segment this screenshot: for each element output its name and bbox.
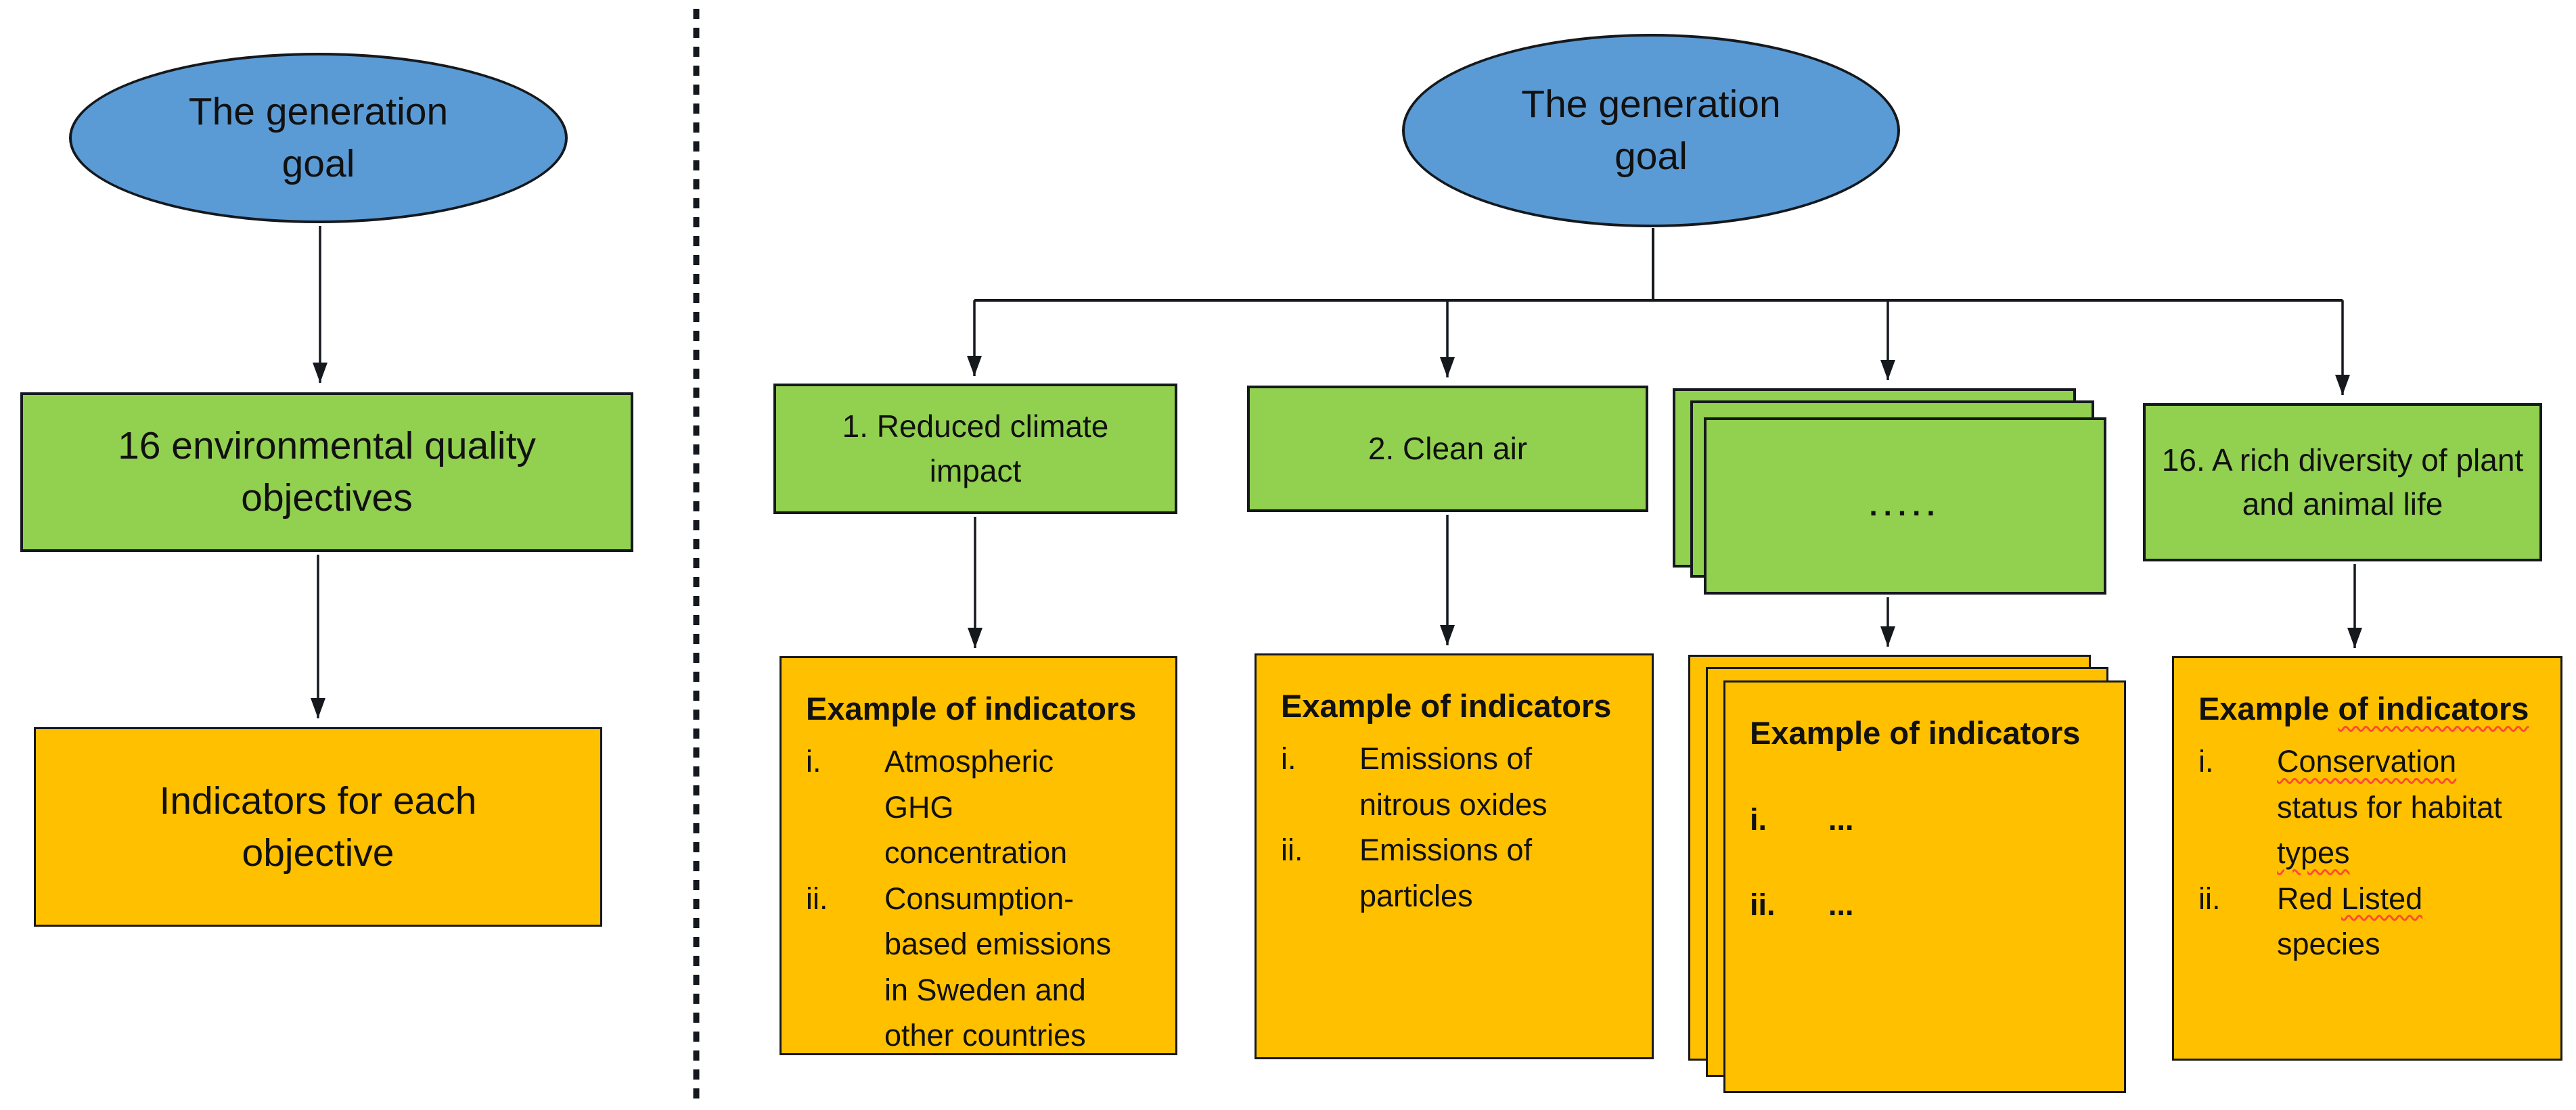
objective-ellipsis-label: ..... xyxy=(1869,489,1941,522)
objective-16-box: 16. A rich diversity of plant and animal… xyxy=(2143,403,2542,561)
right-generation-goal-ellipse: The generation goal xyxy=(1402,34,1900,227)
left-indicators-label: Indicators for each objective xyxy=(159,779,477,875)
left-objectives-box: 16 environmental quality objectives xyxy=(20,392,633,552)
left-indicators-box: Indicators for each objective xyxy=(34,727,602,927)
indicators-16-title: Example of indicators xyxy=(2198,691,2529,726)
item-numeral: ii. xyxy=(806,881,828,916)
left-objectives-label: 16 environmental quality objectives xyxy=(118,424,536,519)
indicators-2-title: Example of indicators xyxy=(1281,688,1612,724)
item-numeral: ii. xyxy=(2198,881,2221,916)
item-numeral: ii. xyxy=(1281,833,1303,868)
objective-2-box: 2. Clean air xyxy=(1247,386,1648,512)
left-generation-goal-label: The generation goal xyxy=(188,90,449,185)
list-item: i. ... xyxy=(1750,797,2105,843)
item-text: ... xyxy=(1828,887,1854,922)
indicators-1-title: Example of indicators xyxy=(806,691,1137,726)
item-numeral: i. xyxy=(1750,802,1767,837)
item-text: ... xyxy=(1828,802,1854,837)
item-numeral: ii. xyxy=(1750,887,1776,922)
right-generation-goal-label: The generation goal xyxy=(1521,83,1781,178)
item-numeral: i. xyxy=(2198,744,2214,779)
objective-1-label: 1. Reduced climate impact xyxy=(842,409,1109,488)
list-item: ii. ... xyxy=(1750,882,2105,928)
item-numeral: i. xyxy=(1281,741,1296,777)
objective-2-label: 2. Clean air xyxy=(1368,430,1528,466)
left-generation-goal-ellipse: The generation goal xyxy=(69,53,568,223)
objective-1-box: 1. Reduced climate impact xyxy=(773,384,1177,514)
item-numeral: i. xyxy=(806,744,821,779)
objective-ellipsis-box-front: ..... xyxy=(1704,417,2106,595)
indicators-ellipsis-title: Example of indicators xyxy=(1750,715,2081,751)
objective-16-label: 16. A rich diversity of plant and animal… xyxy=(2161,442,2524,522)
indicators-ellipsis-box-front: Example of indicators i. ... ii. ... xyxy=(1723,680,2126,1093)
